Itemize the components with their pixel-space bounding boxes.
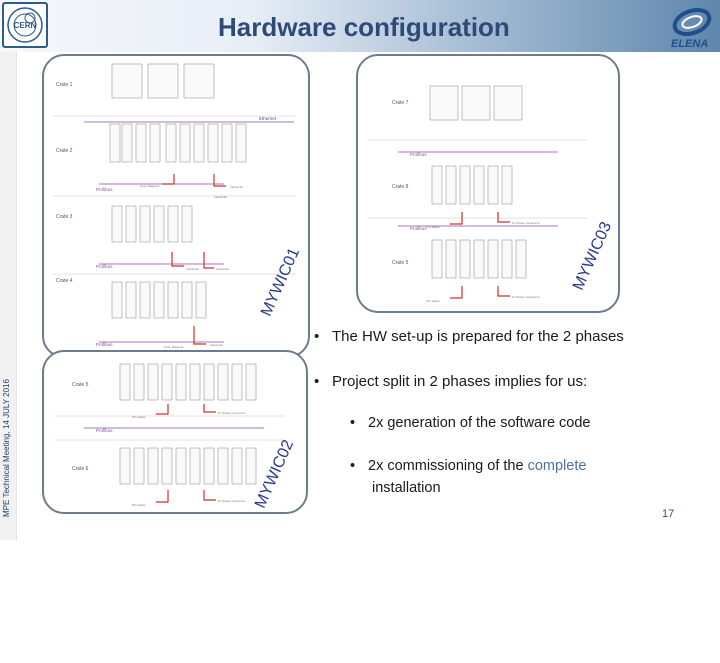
annotation: Interlocks — [186, 267, 199, 271]
bullet-marker: • — [350, 415, 356, 431]
annotation: PCi status — [132, 415, 146, 419]
bus-label: Ethernet — [259, 116, 277, 121]
side-bar — [0, 52, 17, 540]
annotation: To Power converters — [512, 221, 540, 225]
annotation: From Magnets — [164, 345, 184, 349]
bullet-marker: • — [314, 328, 320, 345]
crate-label: Crate 5 — [72, 382, 89, 388]
bullet-marker: • — [350, 458, 356, 474]
slide-title: Hardware configuration — [218, 12, 510, 42]
diagram-panel-3-drawing: Crate 5 Crate 6 Profibus PCi status To P… — [54, 363, 284, 507]
bullet-accent-text: complete — [527, 458, 587, 474]
bus-label: Profibus — [96, 187, 113, 192]
header-bar: CERN Hardware configuration ELENA — [0, 0, 720, 52]
bus-label: Profibus — [96, 264, 113, 269]
bullet-item: • Project split in 2 phases implies for u… — [314, 373, 587, 390]
crate-label: Crate 5 — [392, 260, 409, 266]
annotation: PCi status — [426, 299, 440, 303]
cern-logo: CERN — [2, 2, 48, 48]
sub-bullet-item: • 2x commissioning of the complete — [350, 458, 586, 474]
cern-logo-icon: CERN — [7, 7, 43, 43]
bullet-text: The HW set-up is prepared for the 2 phas… — [332, 328, 624, 345]
bus-label: Profibus — [96, 428, 113, 433]
elena-logo-text: ELENA — [671, 38, 709, 50]
crate-label: Crate 7 — [392, 100, 409, 106]
annotation: From Magnets — [140, 184, 160, 188]
side-meeting-text: MPE Technical Meeting, 14 JULY 2016 — [2, 379, 11, 517]
crate-label: Crate 3 — [56, 214, 73, 220]
elena-logo-icon — [672, 7, 712, 37]
diagram-panel-2-drawing: Crate 7 Crate 8 Crate 5 Profibus Profibu… — [368, 85, 588, 303]
annotation: Interlocks — [216, 267, 229, 271]
bullet-item: • The HW set-up is prepared for the 2 pha… — [314, 328, 624, 345]
bullet-text: 2x generation of the software code — [368, 415, 591, 431]
svg-text:CERN: CERN — [14, 21, 37, 30]
annotation: To Power converters — [512, 295, 540, 299]
annotation: Interlocks — [210, 343, 223, 347]
crate-label: Crate 4 — [56, 278, 73, 284]
annotation: To Power converters — [218, 499, 246, 503]
diagram-panel-mywic03: Crate 7 Crate 8 Crate 5 Profibus Profibu… — [356, 54, 620, 313]
annotation: PCi status — [426, 225, 440, 229]
bullet-text: 2x commissioning of the — [368, 458, 528, 474]
bullet-text: Project split in 2 phases implies for us… — [332, 373, 588, 390]
sub-bullet-item: • 2x generation of the software code — [350, 415, 590, 431]
crate-label: Crate 8 — [392, 184, 409, 190]
annotation: To Power converters — [218, 411, 246, 415]
page-number: 17 — [662, 508, 675, 520]
annotation: PCi status — [132, 503, 146, 507]
annotation: Interlocks — [214, 195, 227, 199]
diagram-panel-mywic02: Crate 5 Crate 6 Profibus PCi status To P… — [42, 350, 308, 514]
crate-label: Crate 1 — [56, 82, 73, 88]
diagram-panel-1-drawing: Crate 1 Crate 2 Crate 3 Crate 4 Ethernet… — [52, 63, 296, 349]
bus-label: Profibus — [410, 152, 427, 157]
bus-label: Profibus — [96, 342, 113, 347]
sub-bullet-continuation: installation — [372, 480, 441, 496]
bullet-marker: • — [314, 373, 320, 390]
annotation: Interlocks — [230, 185, 243, 189]
crate-label: Crate 2 — [56, 148, 73, 154]
crate-label: Crate 6 — [72, 466, 89, 472]
bus-label: Profibus — [410, 226, 427, 231]
